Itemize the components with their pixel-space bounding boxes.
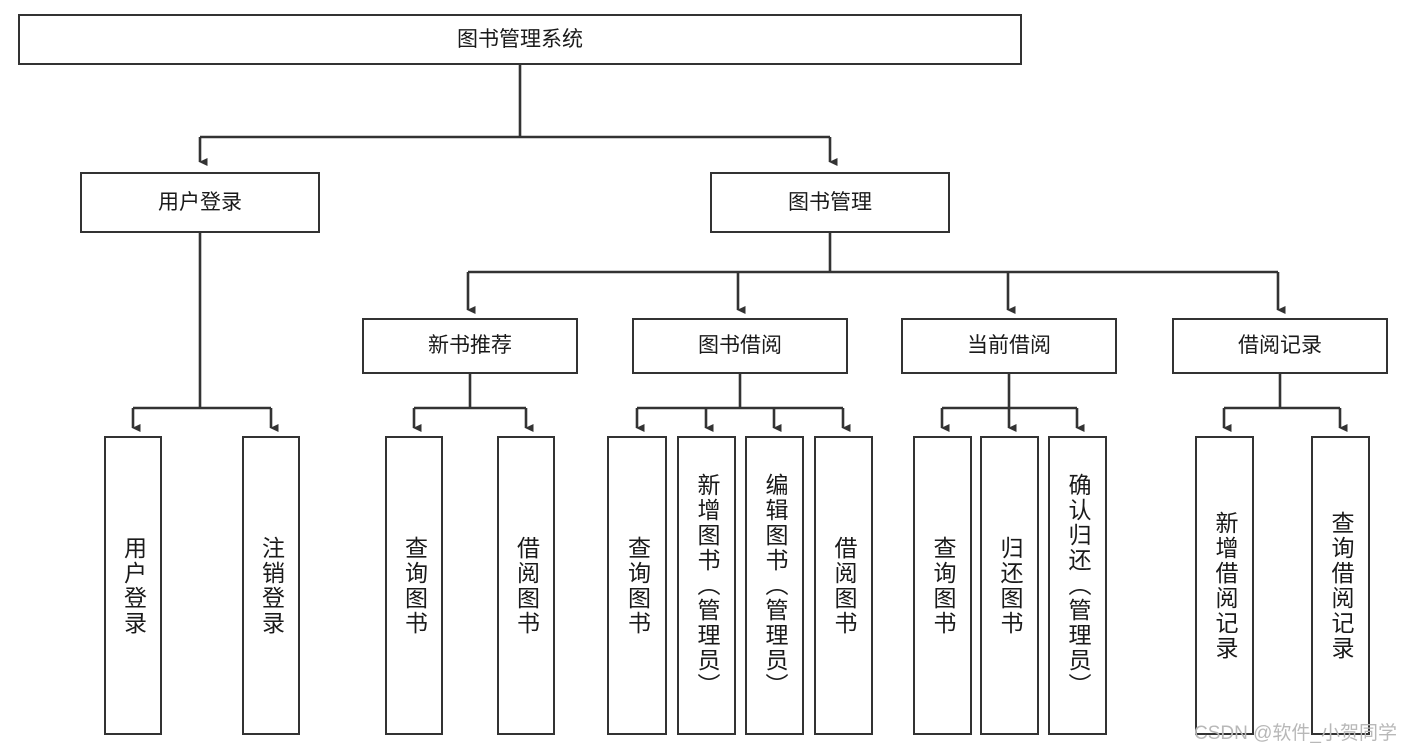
node-label: 借阅图书	[513, 535, 540, 636]
leaf-borrow-book[interactable]: 借阅图书	[814, 436, 873, 735]
leaf-logout[interactable]: 注销登录	[242, 436, 300, 735]
node-label: 新增图书（管理员）	[694, 473, 720, 698]
node-label: 归还图书	[997, 535, 1023, 636]
leaf-add-book-admin[interactable]: 新增图书（管理员）	[677, 436, 736, 735]
leaf-query-book-recommend[interactable]: 查询图书	[385, 436, 443, 735]
leaf-borrow-book-recommend[interactable]: 借阅图书	[497, 436, 555, 735]
node-book-borrow[interactable]: 图书借阅	[632, 318, 848, 374]
node-root-system[interactable]: 图书管理系统	[18, 14, 1022, 65]
node-label: 借阅记录	[1238, 334, 1322, 358]
watermark: CSDN @软件_小贺同学	[1194, 723, 1397, 744]
node-borrow-record[interactable]: 借阅记录	[1172, 318, 1388, 374]
node-current-borrow[interactable]: 当前借阅	[901, 318, 1117, 374]
node-label: 查询图书	[401, 535, 428, 636]
leaf-user-login[interactable]: 用户登录	[104, 436, 162, 735]
node-label: 图书管理	[788, 190, 872, 214]
node-user-login[interactable]: 用户登录	[80, 172, 320, 233]
node-label: 图书借阅	[698, 334, 782, 358]
node-label: 借阅图书	[831, 535, 857, 636]
leaf-return-book[interactable]: 归还图书	[980, 436, 1039, 735]
leaf-query-book[interactable]: 查询图书	[607, 436, 667, 735]
node-label: 查询借阅记录	[1328, 510, 1354, 661]
node-label: 当前借阅	[967, 334, 1051, 358]
node-label: 用户登录	[158, 190, 242, 214]
node-label: 确认归还（管理员）	[1065, 473, 1091, 698]
node-label: 查询图书	[930, 535, 956, 636]
node-book-management[interactable]: 图书管理	[710, 172, 950, 233]
node-new-book-recommendation[interactable]: 新书推荐	[362, 318, 578, 374]
node-label: 新书推荐	[428, 334, 512, 358]
leaf-query-borrow-record[interactable]: 查询借阅记录	[1311, 436, 1370, 735]
leaf-query-book-current[interactable]: 查询图书	[913, 436, 972, 735]
leaf-edit-book-admin[interactable]: 编辑图书（管理员）	[745, 436, 804, 735]
node-label: 编辑图书（管理员）	[762, 473, 788, 698]
leaf-add-borrow-record[interactable]: 新增借阅记录	[1195, 436, 1254, 735]
node-label: 用户登录	[120, 535, 147, 636]
node-label: 图书管理系统	[457, 27, 583, 51]
node-label: 查询图书	[624, 535, 651, 636]
node-label: 新增借阅记录	[1212, 510, 1238, 661]
node-label: 注销登录	[258, 535, 285, 636]
leaf-confirm-return-admin[interactable]: 确认归还（管理员）	[1048, 436, 1107, 735]
